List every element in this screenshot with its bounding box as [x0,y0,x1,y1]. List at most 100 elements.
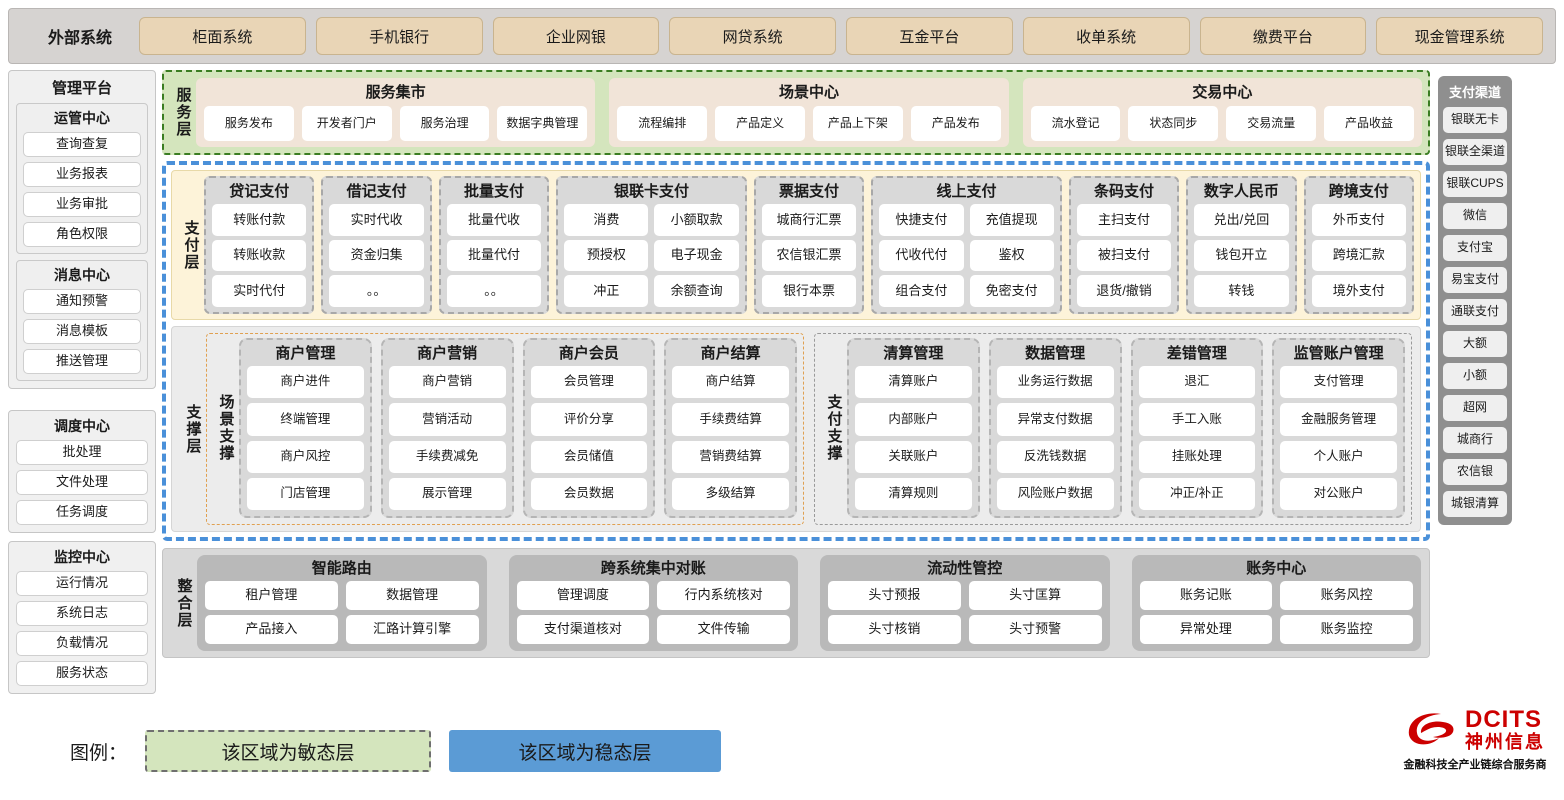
payment-layer-item[interactable]: 主扫支付 [1076,204,1172,236]
payment-layer-item[interactable]: 跨境汇款 [1311,239,1406,272]
external-system-item[interactable]: 收单系统 [1022,17,1190,55]
support-layer-item[interactable]: 展示管理 [388,477,506,510]
payment-layer-item[interactable]: 转账付款 [212,204,307,236]
support-layer-item[interactable]: 商户风控 [247,440,364,473]
payment-layer-item[interactable]: 快捷支付 [879,204,964,236]
payment-layer-item[interactable]: 境外支付 [1311,275,1406,308]
service-layer-item[interactable]: 产品发布 [910,106,1001,141]
support-layer-item[interactable]: 业务运行数据 [996,366,1114,399]
support-layer-item[interactable]: 多级结算 [672,477,789,510]
payment-channel-item[interactable]: 大额 [1443,331,1507,357]
payment-channel-item[interactable]: 小额 [1443,363,1507,389]
payment-channel-item[interactable]: 城银清算 [1443,491,1507,517]
payment-channel-item[interactable]: 农信银 [1443,459,1507,485]
payment-layer-item[interactable]: 批量代付 [446,239,542,272]
management-item[interactable]: 业务审批 [23,192,141,217]
service-layer-item[interactable]: 服务发布 [204,106,294,141]
integration-layer-item[interactable]: 头寸预警 [968,615,1102,644]
payment-layer-item[interactable]: 余额查询 [654,275,739,308]
support-layer-item[interactable]: 营销费结算 [672,440,789,473]
service-layer-item[interactable]: 数据字典管理 [497,106,588,141]
integration-layer-item[interactable]: 租户管理 [205,581,338,610]
service-layer-item[interactable]: 产品上下架 [812,106,903,141]
management-item[interactable]: 文件处理 [16,470,148,495]
support-layer-item[interactable]: 金融服务管理 [1280,403,1397,436]
payment-layer-item[interactable]: 冲正 [564,275,649,308]
integration-layer-item[interactable]: 管理调度 [516,581,650,610]
support-layer-item[interactable]: 清算规则 [855,477,972,510]
payment-layer-item[interactable]: 兑出/兑回 [1194,204,1289,236]
payment-layer-item[interactable]: 。。 [446,275,542,308]
payment-layer-item[interactable]: 批量代收 [446,204,542,236]
support-layer-item[interactable]: 手续费减免 [388,440,506,473]
integration-layer-item[interactable]: 账务记账 [1139,581,1273,610]
payment-channel-item[interactable]: 易宝支付 [1443,267,1507,293]
management-item[interactable]: 服务状态 [16,661,148,686]
payment-layer-item[interactable]: 组合支付 [879,275,964,308]
support-layer-item[interactable]: 冲正/补正 [1138,477,1256,510]
payment-layer-item[interactable]: 代收代付 [879,239,964,272]
management-item[interactable]: 通知预警 [23,289,141,314]
service-layer-item[interactable]: 产品收益 [1324,106,1414,141]
payment-layer-item[interactable]: 资金归集 [329,239,424,272]
support-layer-item[interactable]: 支付管理 [1280,366,1397,399]
payment-layer-item[interactable]: 实时代付 [212,275,307,308]
payment-channel-item[interactable]: 支付宝 [1443,235,1507,261]
support-layer-item[interactable]: 商户营销 [388,366,506,399]
management-item[interactable]: 批处理 [16,440,148,465]
payment-layer-item[interactable]: 免密支付 [969,275,1054,308]
payment-layer-item[interactable]: 。。 [329,275,424,308]
management-item[interactable]: 推送管理 [23,349,141,374]
integration-layer-item[interactable]: 账务风控 [1280,581,1413,610]
support-layer-item[interactable]: 会员数据 [530,477,648,510]
payment-channel-item[interactable]: 超网 [1443,395,1507,421]
integration-layer-item[interactable]: 头寸预报 [828,581,961,610]
payment-layer-item[interactable]: 农信银汇票 [761,239,857,272]
support-layer-item[interactable]: 内部账户 [855,403,972,436]
integration-layer-item[interactable]: 支付渠道核对 [516,615,650,644]
payment-layer-item[interactable]: 实时代收 [329,204,424,236]
payment-layer-item[interactable]: 小额取款 [654,204,739,236]
integration-layer-item[interactable]: 汇路计算引擎 [345,615,479,644]
integration-layer-item[interactable]: 账务监控 [1280,615,1413,644]
support-layer-item[interactable]: 终端管理 [247,403,364,436]
payment-layer-item[interactable]: 城商行汇票 [761,204,857,236]
payment-layer-item[interactable]: 消费 [564,204,649,236]
payment-layer-item[interactable]: 转钱 [1194,275,1289,308]
support-layer-item[interactable]: 反洗钱数据 [996,440,1114,473]
payment-layer-item[interactable]: 鉴权 [969,239,1054,272]
management-item[interactable]: 业务报表 [23,162,141,187]
integration-layer-item[interactable]: 头寸核销 [828,615,961,644]
external-system-item[interactable]: 企业网银 [492,17,660,55]
service-layer-item[interactable]: 产品定义 [715,106,805,141]
support-layer-item[interactable]: 会员管理 [530,366,648,399]
support-layer-item[interactable]: 营销活动 [388,403,506,436]
support-layer-item[interactable]: 挂账处理 [1138,440,1256,473]
service-layer-item[interactable]: 服务治理 [399,106,490,141]
support-layer-item[interactable]: 会员储值 [530,440,648,473]
payment-layer-item[interactable]: 被扫支付 [1076,239,1172,272]
service-layer-item[interactable]: 状态同步 [1128,106,1219,141]
management-item[interactable]: 查询查复 [23,132,141,157]
support-layer-item[interactable]: 清算账户 [855,366,972,399]
integration-layer-item[interactable]: 产品接入 [205,615,338,644]
payment-layer-item[interactable]: 银行本票 [761,275,857,308]
support-layer-item[interactable]: 商户进件 [247,366,364,399]
management-item[interactable]: 消息模板 [23,319,141,344]
integration-layer-item[interactable]: 异常处理 [1139,615,1273,644]
payment-channel-item[interactable]: 通联支付 [1443,299,1507,325]
integration-layer-item[interactable]: 文件传输 [657,615,790,644]
payment-channel-item[interactable]: 微信 [1443,203,1507,229]
support-layer-item[interactable]: 评价分享 [530,403,648,436]
support-layer-item[interactable]: 手续费结算 [672,403,789,436]
payment-layer-item[interactable]: 退货/撤销 [1076,275,1172,308]
payment-layer-item[interactable]: 电子现金 [654,239,739,272]
management-item[interactable]: 系统日志 [16,601,148,626]
external-system-item[interactable]: 网贷系统 [669,17,836,55]
payment-layer-item[interactable]: 预授权 [564,239,649,272]
support-layer-item[interactable]: 对公账户 [1280,477,1397,510]
payment-layer-item[interactable]: 外币支付 [1311,204,1406,236]
payment-channel-item[interactable]: 城商行 [1443,427,1507,453]
management-item[interactable]: 任务调度 [16,500,148,525]
support-layer-item[interactable]: 退汇 [1138,366,1256,399]
